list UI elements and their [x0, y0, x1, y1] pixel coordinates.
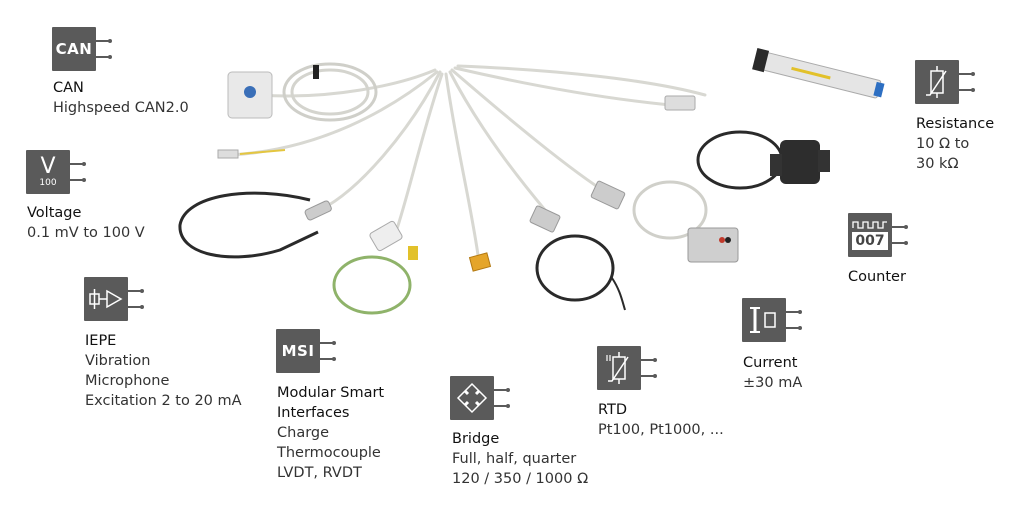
voltage-icon-sub: 100 [39, 178, 57, 188]
voltage-icon-text: V [40, 154, 56, 179]
iepe-black-cable [178, 191, 319, 259]
rtd-black-cable [535, 234, 615, 302]
current-line-1: ±30 mA [743, 375, 803, 391]
iepe-symbol-icon [89, 289, 123, 309]
resistance-line-2: 30 kΩ [916, 156, 959, 172]
cable-iepe [318, 70, 442, 212]
voltage-label: Voltage 0.1 mV to 100 V [27, 203, 145, 243]
cable-rtd [448, 70, 547, 212]
msi-label: Modular Smart Interfaces Charge Thermoco… [277, 383, 384, 483]
rtd-line-1: Pt100, Pt1000, ... [598, 422, 724, 438]
voltage-title: Voltage [27, 205, 82, 221]
iepe-label: IEPE Vibration Microphone Excitation 2 t… [85, 331, 242, 411]
iepe-line-2: Microphone [85, 373, 170, 389]
counter-label: Counter [848, 267, 906, 287]
rtd-resistor-icon [606, 352, 629, 384]
resistance-title: Resistance [916, 116, 995, 132]
can-line-1: Highspeed CAN2.0 [53, 100, 189, 116]
bridge-line-2: 120 / 350 / 1000 Ω [452, 471, 589, 487]
strain-gauge [468, 252, 492, 272]
current-title: Current [743, 355, 798, 371]
can-icon: CAN [52, 27, 114, 73]
counter-title: Counter [848, 269, 906, 285]
resistance-icon [915, 60, 977, 106]
cable-bridge [444, 72, 480, 257]
current-label: Current ±30 mA [743, 353, 802, 393]
iepe-line-3: Excitation 2 to 20 mA [85, 393, 242, 409]
msi-green-cable [332, 255, 412, 315]
resistance-line-1: 10 Ω to [916, 136, 970, 152]
rtd-title: RTD [598, 402, 628, 418]
iepe-line-1: Vibration [85, 353, 151, 369]
current-symbol-icon [750, 307, 776, 333]
can-title: CAN [53, 80, 84, 96]
bridge-line-1: Full, half, quarter [452, 451, 577, 467]
current-module [687, 227, 739, 263]
msi-line-3: LVDT, RVDT [277, 465, 362, 481]
linear-potentiometer [752, 47, 885, 99]
can-icon-text: CAN [55, 40, 93, 58]
bridge-diamond-icon [456, 382, 488, 414]
resistance-label: Resistance 10 Ω to 30 kΩ [916, 114, 994, 174]
counter-icon-text: 007 [852, 231, 888, 250]
counter-pulse-icon [852, 220, 887, 229]
msi-icon-text: MSI [281, 342, 315, 360]
bridge-icon [450, 376, 512, 422]
cable-current [450, 68, 612, 197]
cable-msi [393, 72, 444, 237]
bridge-label: Bridge Full, half, quarter 120 / 350 / 1… [452, 429, 588, 489]
rtd-icon [597, 346, 659, 392]
current-icon [742, 298, 804, 344]
bridge-title: Bridge [452, 431, 500, 447]
msi-title-1: Modular Smart [277, 385, 385, 401]
counter-connector [664, 95, 696, 111]
can-module [227, 62, 378, 122]
voltage-line-1: 0.1 mV to 100 V [27, 225, 145, 241]
cable-resistance [456, 64, 707, 97]
resistance-variable-icon [926, 66, 947, 98]
voltage-icon: V 100 [26, 150, 88, 196]
counter-icon: 007 [848, 213, 910, 259]
flow-sensor [780, 140, 820, 184]
voltage-connector [217, 149, 239, 159]
msi-title-2: Interfaces [277, 405, 350, 421]
rtd-label: RTD Pt100, Pt1000, ... [598, 400, 724, 440]
cable-counter [453, 66, 672, 107]
can-label: CAN Highspeed CAN2.0 [53, 78, 189, 118]
iepe-icon [84, 277, 146, 323]
msi-line-1: Charge [277, 425, 330, 441]
msi-line-2: Thermocouple [277, 445, 381, 461]
iepe-title: IEPE [85, 333, 117, 349]
msi-icon: MSI [276, 329, 338, 375]
